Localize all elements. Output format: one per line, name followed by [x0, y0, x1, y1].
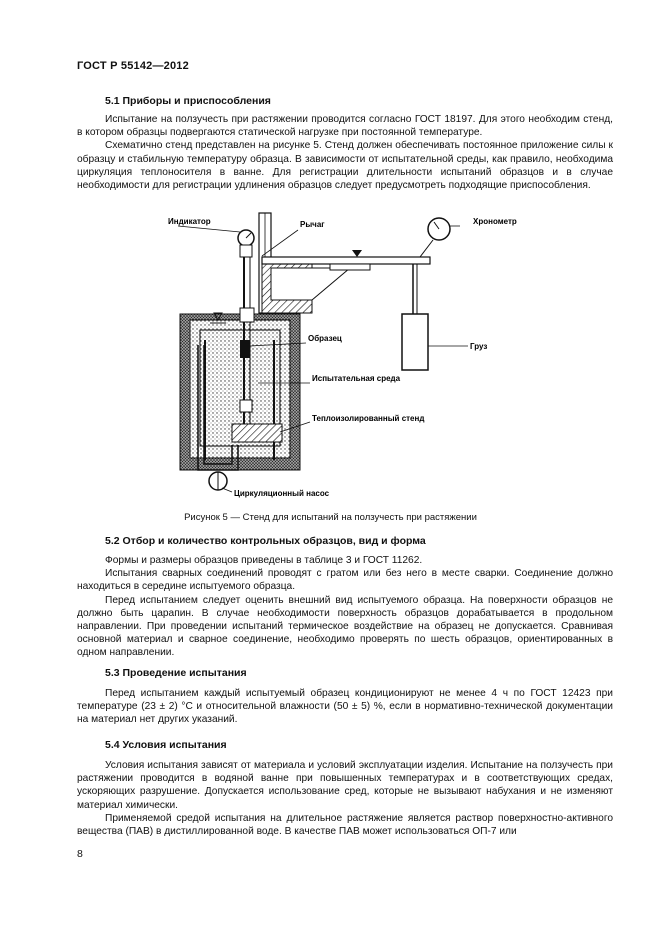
label-specimen: Образец: [308, 334, 342, 343]
label-indicator: Индикатор: [168, 217, 211, 226]
label-circulation-pump: Циркуляционный насос: [234, 489, 330, 498]
paragraph: Условия испытания зависят от материала и…: [77, 760, 613, 811]
paragraph: Испытание на ползучесть при растяжении п…: [77, 114, 613, 139]
section-title: 5.2 Отбор и количество контрольных образ…: [105, 535, 426, 547]
paragraph: Перед испытанием следует оценить внешний…: [77, 594, 613, 659]
chronometer: [419, 217, 451, 258]
figure-creep-test-stand: Индикатор Рычаг Хронометр Образец Груз И…: [168, 212, 517, 498]
weight: [401, 313, 429, 371]
section-5-4: 5.4 Условия испытания Условия испытания …: [77, 739, 613, 838]
paragraph: Перед испытанием каждый испытуемый образ…: [77, 688, 613, 726]
lever: [261, 250, 431, 314]
label-test-medium: Испытательная среда: [312, 374, 401, 383]
paragraph: Испытания сварных соединений проводят с …: [77, 568, 613, 593]
section-5-3: 5.3 Проведение испытания Перед испытание…: [77, 667, 613, 727]
label-weight: Груз: [470, 342, 487, 351]
indicator-dial: [237, 229, 255, 258]
section-5-1: 5.1 Приборы и приспособления Испытание н…: [77, 95, 613, 192]
specimen-assembly: [231, 240, 283, 443]
document-header: ГОСТ Р 55142—2012: [77, 60, 189, 72]
label-insulated-stand: Теплоизолированный стенд: [312, 414, 424, 423]
paragraph: Применяемой средой испытания на длительн…: [77, 812, 613, 838]
section-5-2: 5.2 Отбор и количество контрольных образ…: [77, 535, 613, 660]
stand-frame: [258, 212, 352, 314]
section-title: 5.3 Проведение испытания: [105, 667, 247, 679]
paragraph: Схематично стенд представлен на рисунке …: [77, 140, 613, 192]
leader-lines: [177, 225, 468, 493]
label-lever: Рычаг: [300, 220, 325, 229]
section-title: 5.1 Приборы и приспособления: [105, 95, 271, 107]
page-number: 8: [77, 848, 83, 860]
label-chronometer: Хронометр: [473, 217, 517, 226]
figure-caption: Рисунок 5 — Стенд для испытаний на ползу…: [184, 512, 477, 523]
section-title: 5.4 Условия испытания: [105, 739, 227, 751]
circulation-pump: [197, 345, 239, 491]
paragraph: Формы и размеры образцов приведены в таб…: [105, 555, 423, 566]
